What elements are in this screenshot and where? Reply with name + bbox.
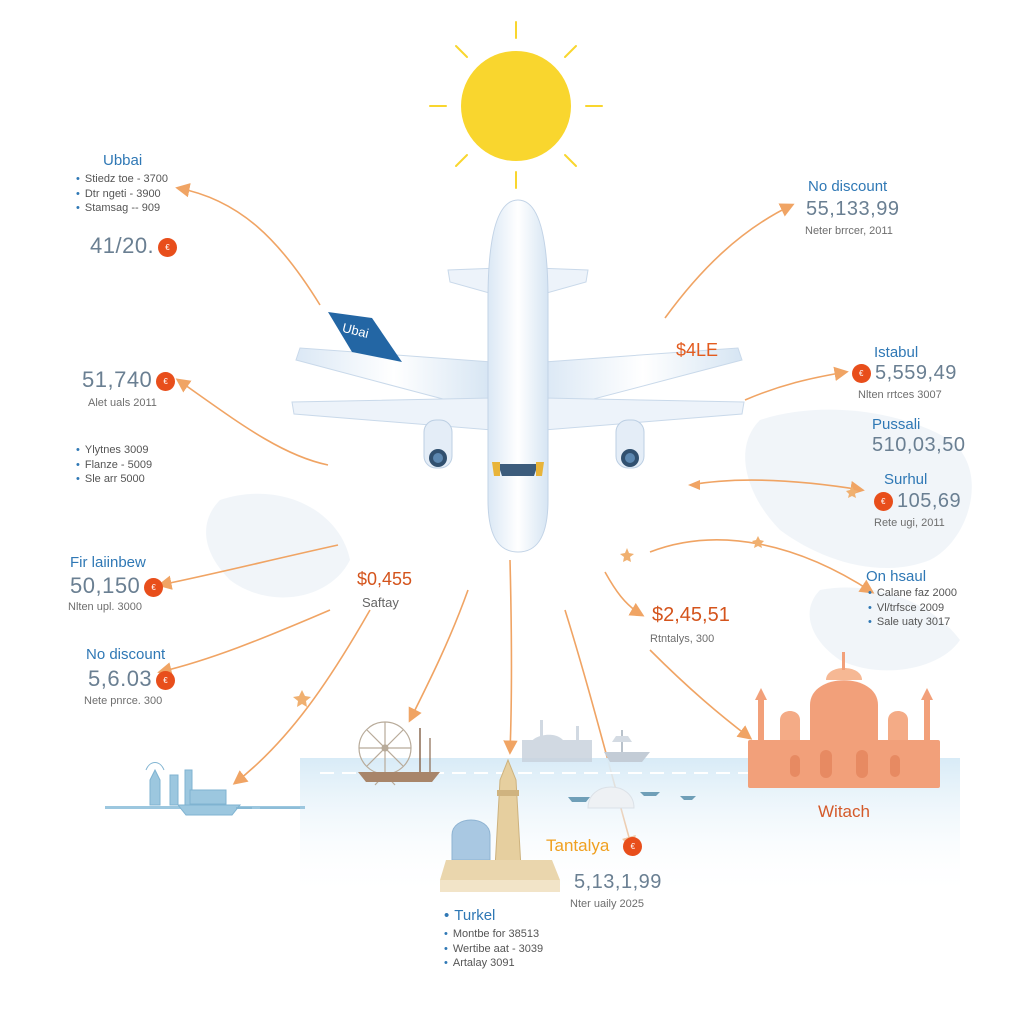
- city-pussali: Pussali: [872, 416, 921, 433]
- turkel-bullets: Montbe for 38513 Wertibe aat - 3039 Arta…: [444, 927, 543, 971]
- city-ubbai: Ubbai: [103, 152, 143, 169]
- small-boats-icon: [568, 792, 696, 802]
- mosque-silhouette-icon: [522, 720, 592, 762]
- sailing-ship-icon: [358, 728, 440, 782]
- left3-bullets: Ylytnes 3009 Flanze - 5009 Sle arr 5000: [76, 443, 152, 487]
- star-decorations: [293, 486, 858, 707]
- sun-icon: [429, 21, 603, 189]
- fir-note: Nlten upl. 3000: [68, 601, 142, 613]
- ubbai-bullet-2: Dtr ngeti - 3900: [76, 187, 168, 202]
- left3-bullet-2: Flanze - 5009: [76, 458, 152, 473]
- tantalya-row: Tantalya €: [546, 836, 646, 857]
- onhsaul-bullet-2: Vl/trfsce 2009: [868, 601, 957, 616]
- turkel-bullet-1: Montbe for 38513: [444, 927, 543, 942]
- city-fir: Fir laiinbew: [70, 554, 146, 571]
- turkel-bullet-3: Artalay 3091: [444, 956, 543, 971]
- nodisc-left-title: No discount: [86, 646, 166, 663]
- city-tantalya: Tantalya: [546, 836, 610, 855]
- tower-landmark-icon: [440, 758, 560, 892]
- left3-bullet-1: Ylytnes 3009: [76, 443, 152, 458]
- istabul-price-row: €5,559,49: [848, 362, 957, 385]
- ferris-wheel-icon: [358, 721, 412, 786]
- turkel-title-row: •Turkel: [444, 907, 496, 924]
- city-turkel: Turkel: [454, 907, 496, 924]
- airplane-icon: [291, 199, 745, 553]
- center-right-price: $2,45,51: [652, 604, 730, 626]
- tantalya-note: Nter uaily 2025: [570, 898, 644, 910]
- double-arrow-head: [688, 480, 700, 490]
- surhul-price-row: €105,69: [870, 490, 961, 513]
- nodisc-left-price: 5,6.03: [88, 666, 153, 691]
- surhul-price: 105,69: [897, 490, 962, 512]
- discount-badge-icon: €: [852, 364, 871, 384]
- harbor-landmark-icon: [105, 762, 305, 816]
- nodisc-right-note: Neter brrcer, 2011: [805, 225, 893, 237]
- fir-price-row: 50,150€: [70, 573, 167, 598]
- discount-badge-icon: €: [144, 577, 164, 597]
- left2-price: 51,740: [82, 367, 153, 392]
- city-onhsaul: On hsaul: [866, 568, 927, 585]
- ubbai-bullets: Stiedz toe - 3700 Dtr ngeti - 3900 Stams…: [76, 172, 168, 216]
- turkel-bullet-2: Wertibe aat - 3039: [444, 942, 543, 957]
- discount-badge-icon: €: [156, 670, 176, 690]
- center-sale-price: $0,455: [357, 569, 413, 589]
- fir-price: 50,150: [70, 573, 141, 598]
- palace-landmark-icon: [748, 652, 940, 788]
- onhsaul-bullet-3: Sale uaty 3017: [868, 615, 957, 630]
- ubbai-bullet-3: Stamsag -- 909: [76, 201, 168, 216]
- ubbai-bullet-1: Stiedz toe - 3700: [76, 172, 168, 187]
- ubbai-price-row: 41/20.€: [90, 233, 181, 258]
- city-istabul: Istabul: [874, 344, 919, 361]
- surhul-note: Rete ugi, 2011: [874, 517, 945, 529]
- nodisc-left-price-row: 5,6.03€: [88, 666, 179, 691]
- left2-price-row: 51,740€: [82, 367, 179, 392]
- engine-left: [423, 419, 453, 469]
- discount-badge-icon: €: [874, 492, 893, 512]
- nodisc-right-title: No discount: [808, 178, 888, 195]
- sun-disc: [461, 51, 571, 161]
- tail-fin: [328, 312, 402, 362]
- nodisc-left-note: Nete pnrce. 300: [84, 695, 163, 707]
- nodisc-right-price: 55,133,99: [806, 198, 900, 220]
- pussali-price: 510,03,50: [872, 434, 966, 456]
- ubbai-price: 41/20.: [90, 233, 155, 258]
- istabul-note: Nlten rrtces 3007: [858, 389, 942, 401]
- dome-building-icon: [587, 786, 635, 809]
- world-map-background: [206, 409, 972, 671]
- tantalya-price: 5,13,1,99: [574, 871, 662, 893]
- discount-badge-icon: €: [156, 371, 176, 391]
- discount-badge-icon: €: [158, 237, 178, 257]
- left2-note: Alet uals 2011: [88, 397, 157, 409]
- plane-sale-text: $4LE: [676, 340, 719, 360]
- onhsaul-bullets: Calane faz 2000 Vl/trfsce 2009 Sale uaty…: [868, 586, 957, 630]
- city-surhul: Surhul: [884, 471, 928, 488]
- onhsaul-bullet-1: Calane faz 2000: [868, 586, 957, 601]
- center-right-note: Rtntalys, 300: [650, 633, 715, 645]
- left3-bullet-3: Sle arr 5000: [76, 472, 152, 487]
- discount-badge-icon: €: [623, 837, 643, 857]
- istabul-price: 5,559,49: [875, 362, 957, 384]
- boat-icon: [604, 730, 650, 762]
- engine-right: [615, 419, 645, 469]
- city-witach: Witach: [818, 802, 870, 821]
- center-sale-note: Saftay: [362, 595, 399, 610]
